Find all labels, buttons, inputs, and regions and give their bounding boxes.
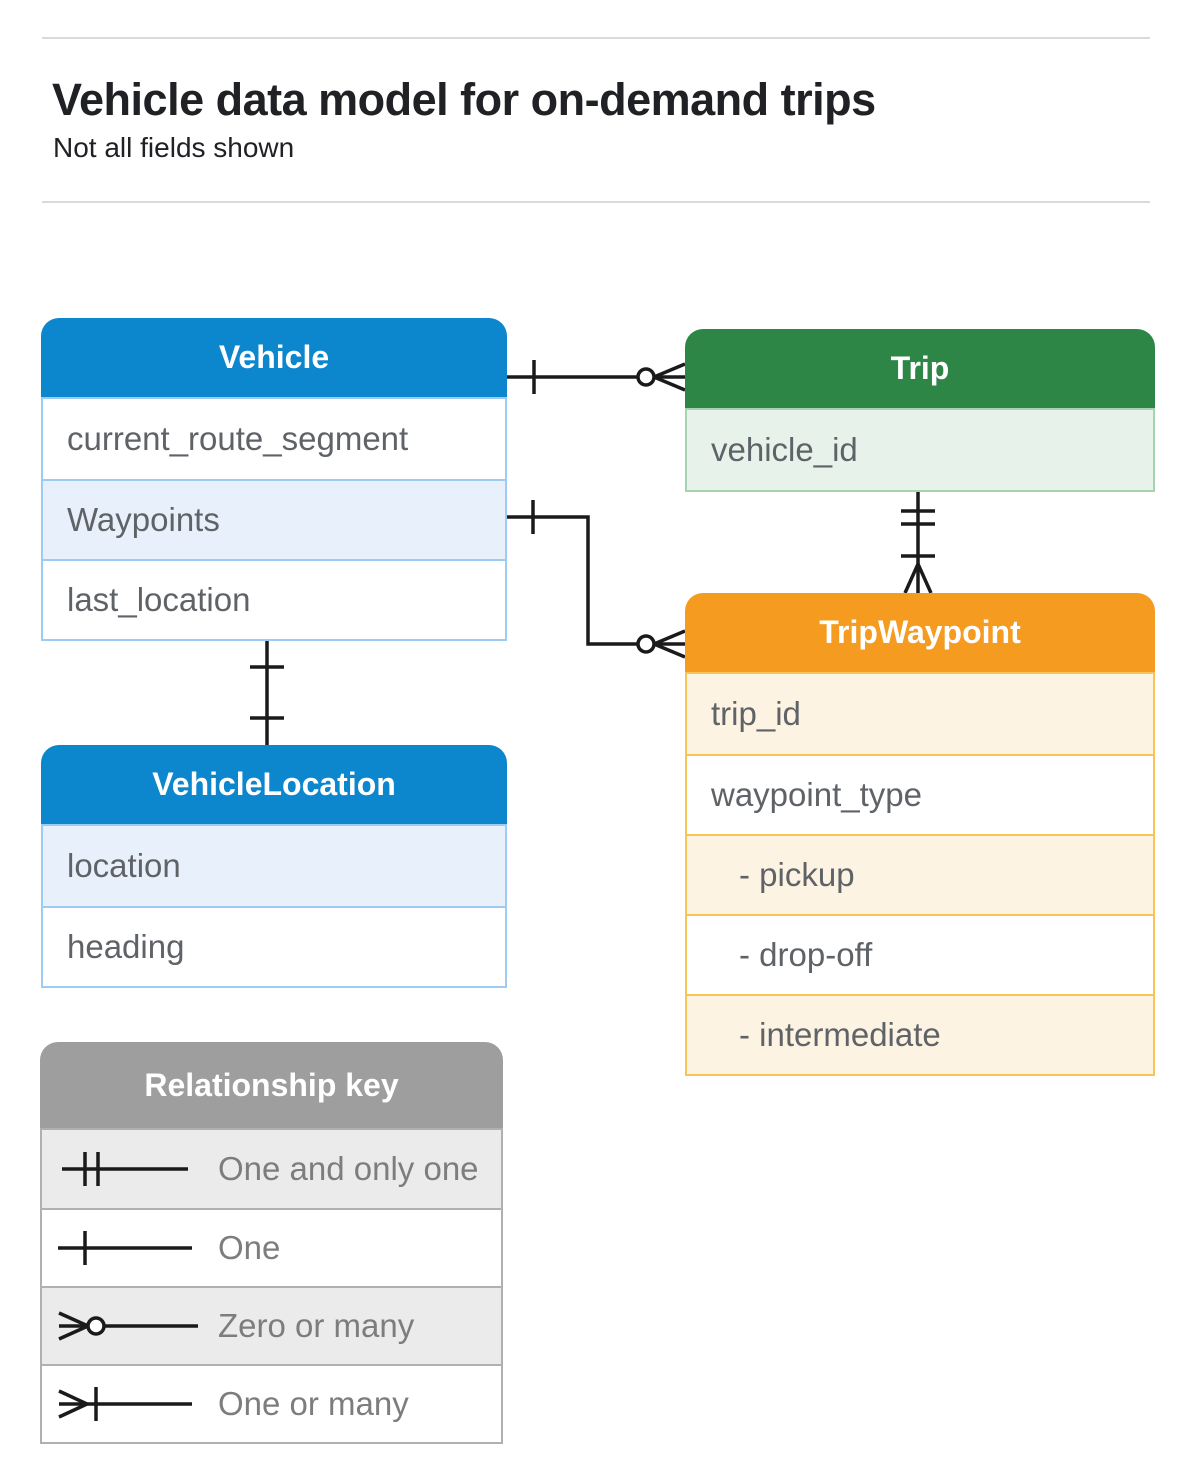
relationship-key-title: Relationship key [40,1042,503,1128]
entity-vehicle-body: current_route_segment Waypoints last_loc… [41,397,507,641]
relationship-key: Relationship key One and only one One Ze… [40,1042,503,1444]
entity-vehiclelocation: VehicleLocation location heading [41,745,507,988]
legend-item-one: One [42,1208,501,1286]
field-waypoint-type-intermediate: - intermediate [687,994,1153,1074]
field-waypoint-type: waypoint_type [687,754,1153,834]
entity-tripwaypoint-body: trip_id waypoint_type - pickup - drop-of… [685,672,1155,1076]
entity-trip-title: Trip [685,329,1155,408]
entity-vehicle: Vehicle current_route_segment Waypoints … [41,318,507,641]
page-title: Vehicle data model for on-demand trips [52,74,876,125]
entity-trip: Trip vehicle_id [685,329,1155,492]
zero-or-many-icon [58,1311,198,1341]
entity-vehicle-title: Vehicle [41,318,507,397]
field-location: location [43,826,505,906]
divider-bottom [42,201,1150,203]
legend-item-zero-or-many: Zero or many [42,1286,501,1364]
trip-tripwaypoint-connector [901,492,935,594]
field-waypoint-type-pickup: - pickup [687,834,1153,914]
waypoints-tripwaypoint-connector [507,500,686,659]
field-vehicle-id: vehicle_id [687,410,1153,490]
entity-tripwaypoint-title: TripWaypoint [685,593,1155,672]
field-last-location: last_location [43,559,505,639]
field-heading: heading [43,906,505,986]
page-subtitle: Not all fields shown [53,132,295,163]
field-current-route-segment: current_route_segment [43,399,505,479]
legend-item-label: One or many [218,1385,409,1422]
divider-top [42,37,1150,39]
legend-item-one-or-many: One or many [42,1364,501,1442]
vehicle-vehiclelocation-connector [250,641,284,745]
legend-item-one-and-only-one: One and only one [42,1130,501,1208]
entity-vehiclelocation-title: VehicleLocation [41,745,507,824]
entity-vehiclelocation-body: location heading [41,824,507,988]
field-waypoints: Waypoints [43,479,505,559]
one-icon [58,1231,192,1265]
field-trip-id: trip_id [687,674,1153,754]
entity-tripwaypoint: TripWaypoint trip_id waypoint_type - pic… [685,593,1155,1076]
one-or-many-icon [58,1387,192,1421]
entity-trip-body: vehicle_id [685,408,1155,492]
legend-item-label: One [218,1229,281,1266]
field-waypoint-type-drop-off: - drop-off [687,914,1153,994]
relationship-key-body: One and only one One Zero or many One or… [40,1128,503,1444]
one-and-only-one-icon [62,1152,188,1186]
legend-item-label: Zero or many [218,1307,415,1344]
legend-item-label: One and only one [218,1150,479,1187]
vehicle-trip-connector [507,360,686,394]
